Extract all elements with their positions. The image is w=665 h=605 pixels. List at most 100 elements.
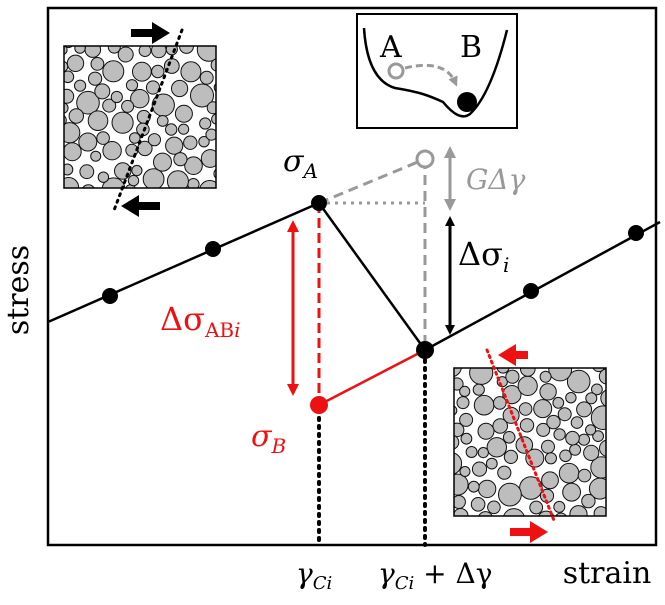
grain <box>598 368 606 385</box>
grain <box>460 432 473 445</box>
grain <box>153 152 172 172</box>
grain <box>477 422 495 440</box>
state-b-marker <box>457 92 477 112</box>
grain <box>539 370 552 383</box>
g-delta-gamma-label: GΔγ <box>466 163 526 196</box>
grain <box>156 115 169 127</box>
point-sigma-b <box>310 396 328 414</box>
grain <box>592 368 605 373</box>
grain <box>552 396 565 409</box>
grain <box>533 399 553 419</box>
packing-frame <box>453 367 607 517</box>
grain <box>210 58 216 72</box>
grain <box>165 123 178 136</box>
grain <box>548 368 573 382</box>
grain <box>566 369 591 394</box>
grain <box>569 505 588 516</box>
grain <box>557 407 572 422</box>
grain <box>477 447 489 459</box>
x-tick-gamma-ci: γCi <box>296 557 332 594</box>
grain <box>585 392 598 405</box>
sigma-b-label: σB <box>251 419 286 458</box>
grain <box>454 473 469 496</box>
grain <box>467 480 480 493</box>
grain <box>142 168 165 188</box>
grain <box>173 152 188 167</box>
grain <box>90 150 102 162</box>
grain <box>200 149 216 168</box>
grain <box>114 162 132 180</box>
grain <box>544 452 558 465</box>
grain <box>87 110 109 131</box>
grain <box>478 511 493 516</box>
grain <box>520 368 536 377</box>
grain <box>184 156 203 175</box>
grain <box>84 46 102 58</box>
grain <box>130 89 150 109</box>
grain <box>131 164 143 177</box>
grain <box>473 394 495 416</box>
grain <box>583 444 600 461</box>
grain <box>477 479 497 499</box>
grain <box>454 377 464 391</box>
grain <box>102 60 125 83</box>
grain <box>485 457 498 470</box>
delta-sigma-i-label: Δσi <box>458 235 509 277</box>
grain <box>498 482 522 507</box>
grain <box>74 79 87 92</box>
grain <box>96 131 110 145</box>
inset-frame <box>356 13 518 129</box>
grain <box>196 46 216 62</box>
sigma-a-label: σA <box>283 144 318 183</box>
grain <box>497 465 512 480</box>
grain <box>562 482 581 502</box>
grain <box>125 79 139 92</box>
grain <box>591 383 603 396</box>
grain <box>581 493 596 509</box>
grain <box>121 99 135 113</box>
grain <box>546 414 561 430</box>
energy-landscape-icon: A B <box>356 13 518 129</box>
grain <box>577 433 591 446</box>
grain <box>102 141 122 161</box>
grain <box>64 142 82 162</box>
grain <box>569 443 582 456</box>
grain <box>64 163 74 176</box>
red-elastic-line <box>318 348 426 407</box>
grain <box>82 184 95 188</box>
inset-label-b: B <box>460 30 482 65</box>
grain <box>90 57 105 71</box>
grain <box>454 452 463 475</box>
grain <box>459 385 471 397</box>
grain <box>529 500 544 515</box>
grain <box>588 477 606 500</box>
grain <box>454 368 462 378</box>
elastic-line-left <box>47 201 320 324</box>
grain <box>558 462 580 484</box>
grain <box>486 437 507 458</box>
grain <box>541 471 559 490</box>
grain <box>517 375 538 396</box>
grain <box>174 104 193 123</box>
grain <box>471 461 488 477</box>
shear-band-red <box>485 348 557 525</box>
grain <box>74 46 86 54</box>
point-left-1 <box>102 288 118 304</box>
grain <box>145 80 161 95</box>
inset-label-a: A <box>379 30 402 65</box>
grain <box>79 164 95 180</box>
grain <box>519 418 535 433</box>
grain <box>171 79 189 98</box>
grain <box>502 406 520 424</box>
x-axis-label: strain <box>563 556 652 591</box>
energy-curve <box>362 27 509 118</box>
grain <box>117 46 134 63</box>
grain <box>536 422 551 437</box>
grain <box>570 416 584 429</box>
grain <box>577 468 592 483</box>
grain <box>199 70 214 85</box>
point-after-drop <box>416 341 434 359</box>
grain <box>600 389 606 407</box>
grain <box>472 383 485 396</box>
grain <box>206 101 216 115</box>
